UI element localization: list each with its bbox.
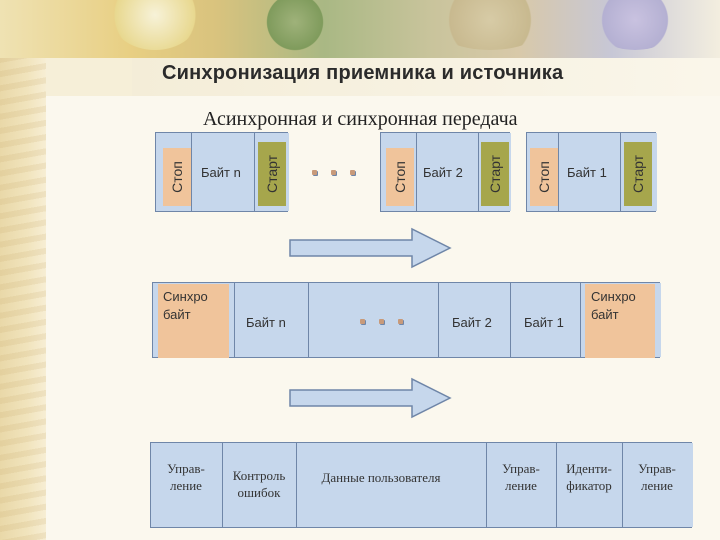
ellipsis-cell bbox=[309, 283, 439, 357]
byte-cell bbox=[511, 283, 581, 357]
decorative-left-strip bbox=[0, 0, 46, 540]
right-arrow-icon bbox=[289, 227, 452, 269]
decorative-header-band bbox=[0, 0, 720, 58]
byte-label: Байт n bbox=[201, 165, 241, 180]
frame-field-label: Управ- ление bbox=[638, 461, 676, 493]
sync-byte bbox=[585, 284, 655, 358]
byte-label: Байт n bbox=[246, 315, 286, 330]
stop-label: Стоп bbox=[169, 161, 186, 193]
start-label: Старт bbox=[487, 154, 504, 194]
frame-field-label: Управ- ление bbox=[167, 461, 205, 493]
frame-field bbox=[151, 443, 223, 527]
ellipsis-dots bbox=[360, 319, 403, 324]
start-bit bbox=[481, 142, 509, 206]
right-arrow-icon bbox=[289, 377, 452, 419]
byte-cell bbox=[417, 133, 479, 211]
start-label: Старт bbox=[264, 154, 281, 194]
byte-cell bbox=[235, 283, 309, 357]
decorative-flower bbox=[590, 0, 680, 50]
byte-cell bbox=[192, 133, 255, 211]
frame-field-label: Данные пользователя bbox=[321, 470, 441, 485]
stop-bit bbox=[530, 148, 558, 206]
decorative-flower bbox=[430, 0, 550, 50]
frame-field-label: Управ- ление bbox=[502, 461, 540, 493]
byte-label: Байт 1 bbox=[567, 165, 607, 180]
frame-field bbox=[487, 443, 557, 527]
ellipsis-dots bbox=[312, 170, 355, 175]
stop-bit bbox=[163, 148, 191, 206]
byte-label: Байт 2 bbox=[452, 315, 492, 330]
slide-title: Синхронизация приемника и источника bbox=[162, 62, 564, 84]
byte-label: Байт 1 bbox=[524, 315, 564, 330]
byte-cell bbox=[439, 283, 511, 357]
frame-field bbox=[297, 443, 487, 527]
frame-field bbox=[557, 443, 623, 527]
start-label: Старт bbox=[630, 154, 647, 194]
frame-field bbox=[623, 443, 693, 527]
start-bit bbox=[624, 142, 652, 206]
sync-byte-label: Синхро байт bbox=[591, 289, 636, 322]
byte-cell bbox=[559, 133, 621, 211]
frame-field bbox=[223, 443, 297, 527]
stop-label: Стоп bbox=[392, 161, 409, 193]
decorative-leaves bbox=[260, 0, 330, 52]
slide-subtitle: Асинхронная и синхронная передача bbox=[203, 108, 518, 130]
frame-field-label: Контроль ошибок bbox=[232, 468, 286, 500]
sync-byte bbox=[158, 284, 229, 358]
start-bit bbox=[258, 142, 286, 206]
byte-label: Байт 2 bbox=[423, 165, 463, 180]
decorative-flower bbox=[110, 0, 200, 50]
title-strip bbox=[132, 58, 720, 96]
frame-structure bbox=[150, 442, 693, 528]
stop-bit bbox=[386, 148, 414, 206]
stop-label: Стоп bbox=[536, 161, 553, 193]
frame-field-label: Иденти- фикатор bbox=[566, 461, 612, 493]
sync-byte-label: Синхро байт bbox=[163, 289, 208, 322]
